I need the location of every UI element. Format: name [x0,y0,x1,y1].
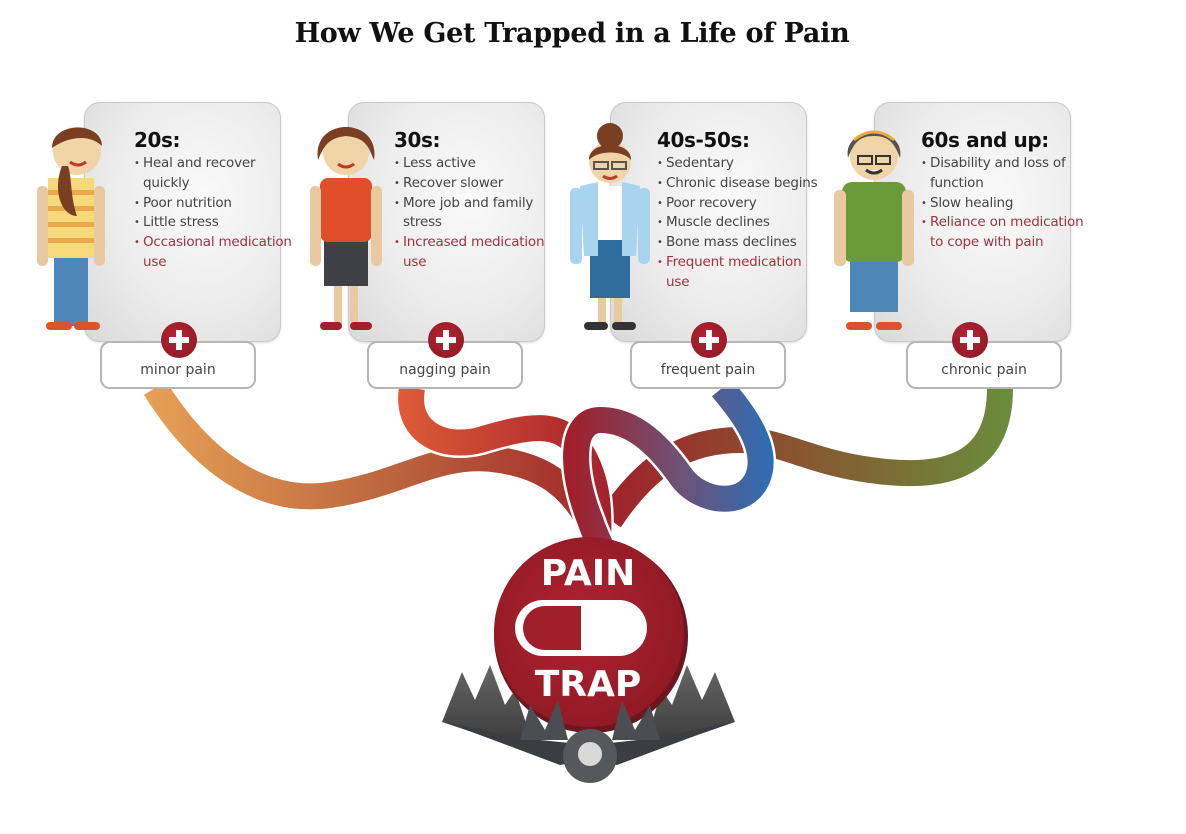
woman-40s-illustration-icon [570,123,650,330]
stage-item: Muscle declines [657,213,827,233]
woman-60s-illustration-icon [834,130,914,330]
stage-age: 40s-50s: [657,128,750,152]
stage-age: 30s: [394,128,441,152]
stage-age: 60s and up: [921,128,1049,152]
stage-medication: Increased medication use [394,233,564,273]
stage-item: Recover slower [394,174,564,194]
pain-label: chronic pain [906,341,1062,389]
woman-20s-illustration-icon [37,127,105,330]
stage-item: Heal and recover quickly [134,154,304,194]
trap-jaws-icon [442,665,735,765]
plus-icon [161,322,197,358]
infographic-title: How We Get Trapped in a Life of Pain [294,18,850,49]
plus-icon [952,322,988,358]
stage-medication: Reliance on medication to cope with pain [921,213,1091,253]
stage-age: 20s: [134,128,181,152]
woman-30s-illustration-icon [310,127,382,330]
stage-medication: Occasional medication use [134,233,304,273]
trap-bottom-word: TRAP [535,664,642,705]
stage-item: Disability and loss of function [921,154,1091,194]
stage-item: Slow healing [921,194,1091,214]
pill-icon [515,600,647,656]
trap-top-word: PAIN [541,553,635,594]
stage-item: Sedentary [657,154,827,174]
stage-item: More job and family stress [394,194,564,234]
stage-item: Poor recovery [657,194,827,214]
stage-item: Less active [394,154,564,174]
pain-trap-badge: PAIN TRAP [494,537,688,733]
stage-item: Little stress [134,213,304,233]
plus-icon [691,322,727,358]
stage-item: Bone mass declines [657,233,827,253]
stage-item: Poor nutrition [134,194,304,214]
stage-medication: Frequent medication use [657,253,827,293]
trap-pivot-icon [563,729,617,783]
plus-icon [428,322,464,358]
stage-item: Chronic disease begins [657,174,827,194]
